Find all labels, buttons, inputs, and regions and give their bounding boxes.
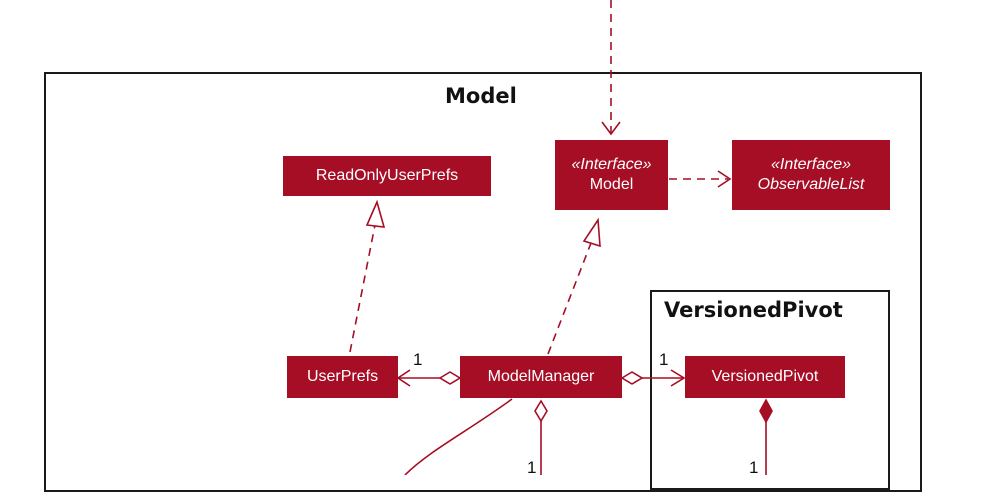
class-versioned-pivot[interactable]: VersionedPivot — [685, 356, 845, 398]
class-name: ObservableList — [757, 176, 865, 193]
versioned-pivot-frame-title: VersionedPivot — [664, 298, 843, 322]
class-name: VersionedPivot — [711, 368, 819, 385]
class-observable-list[interactable]: «Interface» ObservableList — [732, 140, 890, 210]
class-read-only-user-prefs[interactable]: ReadOnlyUserPrefs — [283, 156, 491, 196]
modelmanager-realization-triangle — [582, 217, 601, 248]
class-name: ReadOnlyUserPrefs — [315, 167, 459, 184]
incoming-dependency-arrowhead — [601, 121, 621, 136]
multiplicity-bottom-right: 1 — [749, 458, 759, 477]
model-frame-title: Model — [445, 84, 517, 108]
class-stereotype: «Interface» — [770, 156, 852, 173]
multiplicity-bottom-left: 1 — [527, 458, 537, 477]
multiplicity-versioned-pivot: 1 — [659, 350, 669, 369]
class-user-prefs[interactable]: UserPrefs — [287, 356, 398, 398]
model-observablelist-arrowhead — [717, 170, 732, 188]
class-model-manager[interactable]: ModelManager — [460, 356, 622, 398]
class-name: ModelManager — [487, 368, 595, 385]
modelmanager-userprefs-diamond — [438, 371, 462, 385]
multiplicity-user-prefs: 1 — [413, 350, 423, 369]
userprefs-realization-triangle — [365, 199, 386, 228]
modelmanager-curved-association — [404, 398, 513, 475]
class-name: Model — [589, 176, 634, 193]
modelmanager-bottom-diamond — [534, 399, 548, 423]
modelmanager-versionedpivot-diamond — [620, 371, 644, 385]
userprefs-realization-line — [349, 224, 376, 353]
class-name: UserPrefs — [306, 368, 379, 385]
userprefs-arrowhead — [396, 369, 411, 387]
class-model-interface[interactable]: «Interface» Model — [555, 140, 668, 210]
versionedpivot-arrowhead — [670, 369, 686, 387]
class-stereotype: «Interface» — [571, 156, 652, 173]
versionedpivot-composition-diamond — [759, 398, 773, 424]
diagram-edges — [349, 0, 773, 475]
modelmanager-realization-line — [547, 242, 592, 355]
